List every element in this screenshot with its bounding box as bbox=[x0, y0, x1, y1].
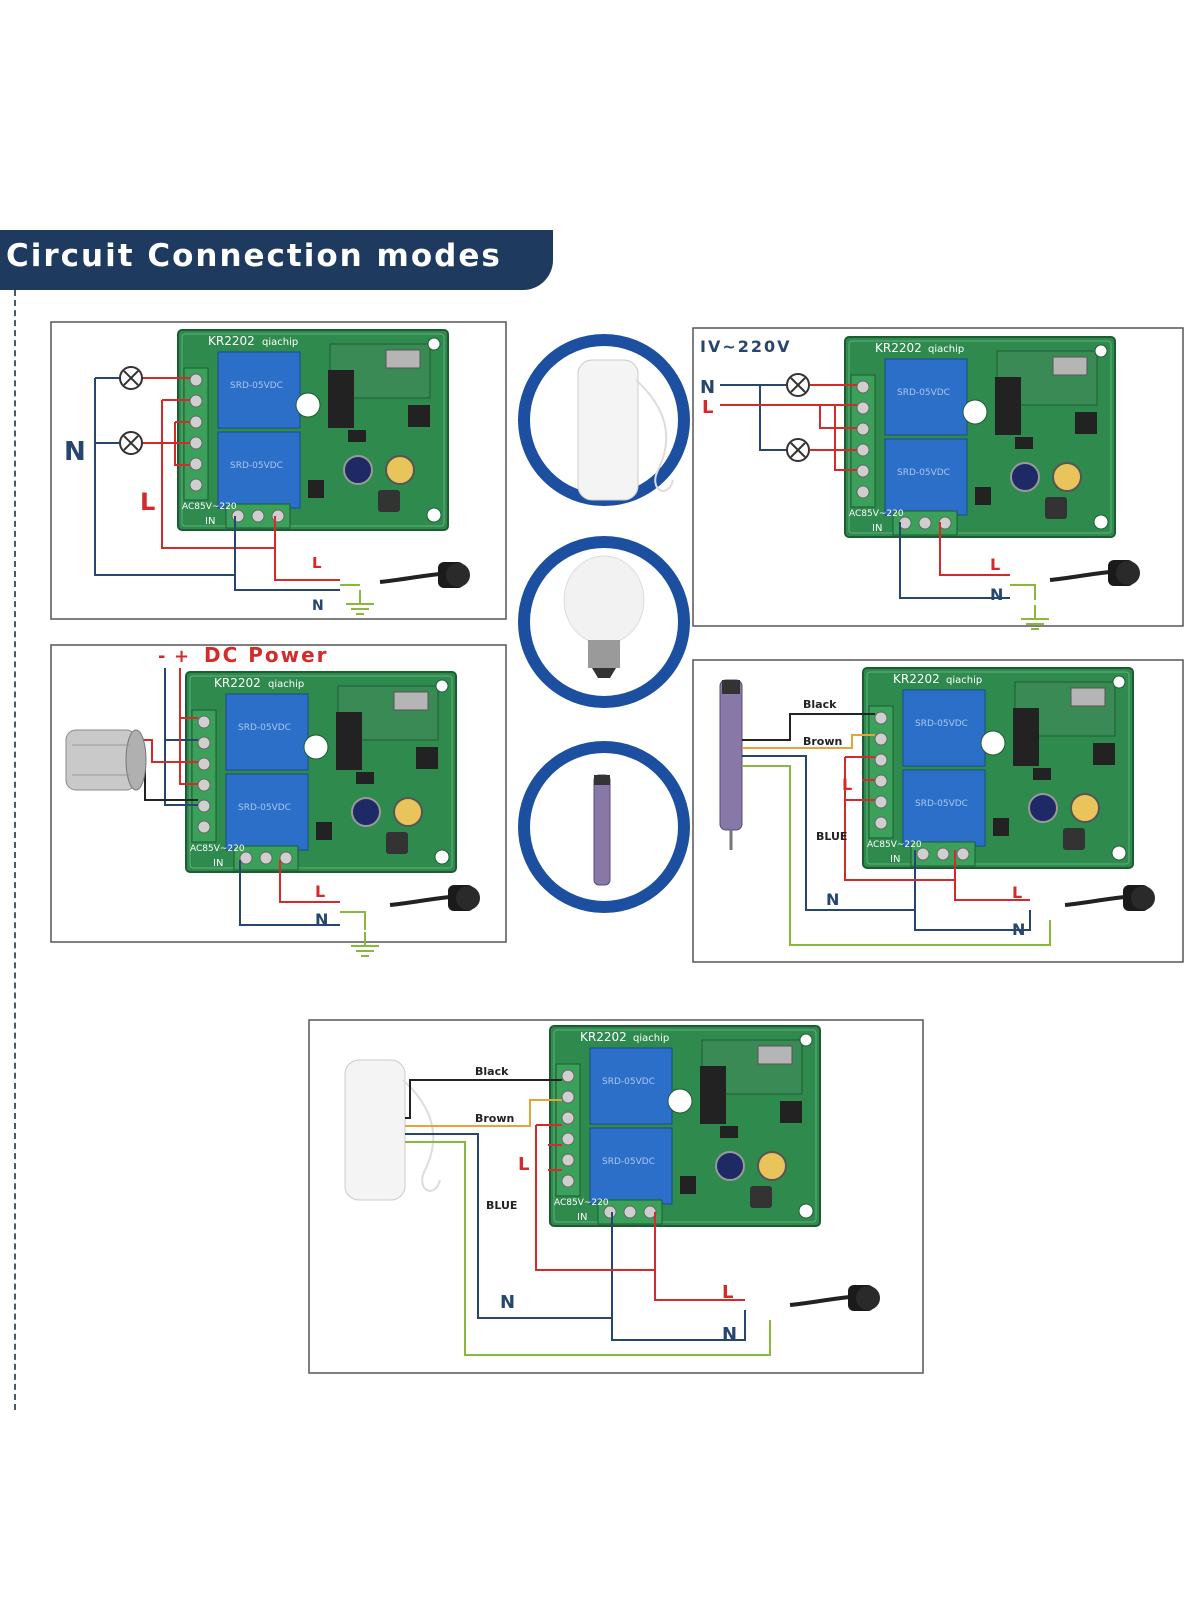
lamp-icon bbox=[786, 373, 810, 397]
relay-board bbox=[177, 329, 449, 531]
label-n: N bbox=[312, 598, 324, 614]
dc-motor-icon bbox=[65, 729, 147, 791]
label-n: N bbox=[990, 585, 1003, 604]
label-n: N bbox=[64, 437, 86, 467]
board-brand: qiachip bbox=[262, 337, 298, 348]
board-in-label: IN bbox=[205, 516, 215, 527]
relay-board bbox=[862, 667, 1134, 869]
label-l: L bbox=[312, 554, 322, 572]
label-n: N bbox=[315, 910, 328, 929]
tubular-motor-icon bbox=[718, 678, 744, 852]
dc-power-label: DC Power bbox=[204, 643, 329, 667]
board-model: KR2202 bbox=[214, 676, 261, 690]
board-brand: qiachip bbox=[946, 675, 982, 686]
board-in-label: IN bbox=[890, 854, 900, 865]
label-l: L bbox=[722, 1282, 733, 1303]
label-l: L bbox=[702, 397, 713, 418]
label-blue: BLUE bbox=[486, 1199, 517, 1212]
relay-board bbox=[549, 1025, 821, 1227]
board-input-label: AC85V~220 bbox=[867, 840, 922, 850]
label-black: Black bbox=[475, 1065, 509, 1078]
board-model: KR2202 bbox=[208, 334, 255, 348]
label-l: L bbox=[1012, 883, 1022, 902]
device-icon-column bbox=[518, 334, 690, 913]
label-n: N bbox=[826, 890, 839, 909]
label-n: N bbox=[700, 377, 715, 398]
lamp-icon bbox=[119, 366, 143, 390]
diagram-panel-tubular-motor: KR2202 qiachip AC85V~220 IN Black Brown … bbox=[692, 659, 1184, 963]
label-n: N bbox=[722, 1324, 737, 1345]
tubular-motor-icon bbox=[593, 774, 611, 886]
page-title: Circuit Connection modes bbox=[6, 238, 502, 274]
lamp-icon bbox=[786, 438, 810, 462]
lamp-icon bbox=[119, 431, 143, 455]
label-l: L bbox=[990, 555, 1000, 574]
relay-board bbox=[185, 671, 457, 873]
board-brand: qiachip bbox=[928, 344, 964, 355]
board-model: KR2202 bbox=[580, 1030, 627, 1044]
board-model: KR2202 bbox=[893, 672, 940, 686]
dc-minus: - bbox=[158, 646, 165, 667]
dc-plus: + bbox=[174, 646, 189, 667]
board-input-label: AC85V~220 bbox=[554, 1198, 609, 1208]
board-in-label: IN bbox=[213, 858, 223, 869]
label-brown: Brown bbox=[803, 735, 842, 748]
board-in-label: IN bbox=[872, 523, 882, 534]
label-blue: BLUE bbox=[816, 830, 847, 843]
left-dashed-guide bbox=[14, 290, 16, 1410]
light-bulb-icon bbox=[563, 555, 645, 678]
label-l: L bbox=[140, 488, 155, 516]
board-input-label: AC85V~220 bbox=[182, 502, 237, 512]
diagram-panel-dc-power: KR2202 qiachip AC85V~220 IN - + DC Power… bbox=[50, 643, 507, 957]
label-brown: Brown bbox=[475, 1112, 514, 1125]
label-n: N bbox=[1012, 920, 1025, 939]
board-input-label: AC85V~220 bbox=[849, 509, 904, 519]
board-in-label: IN bbox=[577, 1212, 587, 1223]
relay-board bbox=[844, 336, 1116, 538]
board-brand: qiachip bbox=[268, 679, 304, 690]
diagram-panel-remote-curtain: KR2202 qiachip AC85V~220 IN Black Brown … bbox=[308, 1019, 924, 1374]
voltage-label: IV~220V bbox=[700, 337, 792, 356]
board-model: KR2202 bbox=[875, 341, 922, 355]
diagram-panel-ac-220v: KR2202 qiachip AC85V~220 IN IV~220V N L … bbox=[692, 327, 1184, 630]
label-l: L bbox=[842, 775, 852, 794]
label-l: L bbox=[518, 1154, 529, 1175]
label-n: N bbox=[500, 1292, 515, 1313]
board-input-label: AC85V~220 bbox=[190, 844, 245, 854]
diagram-panel-two-lamps: KR2202 qiachip AC85V~220 IN N L L N bbox=[50, 321, 507, 620]
label-l: L bbox=[315, 882, 325, 901]
header-banner: Circuit Connection modes bbox=[0, 230, 553, 290]
board-brand: qiachip bbox=[633, 1033, 669, 1044]
label-black: Black bbox=[803, 698, 837, 711]
